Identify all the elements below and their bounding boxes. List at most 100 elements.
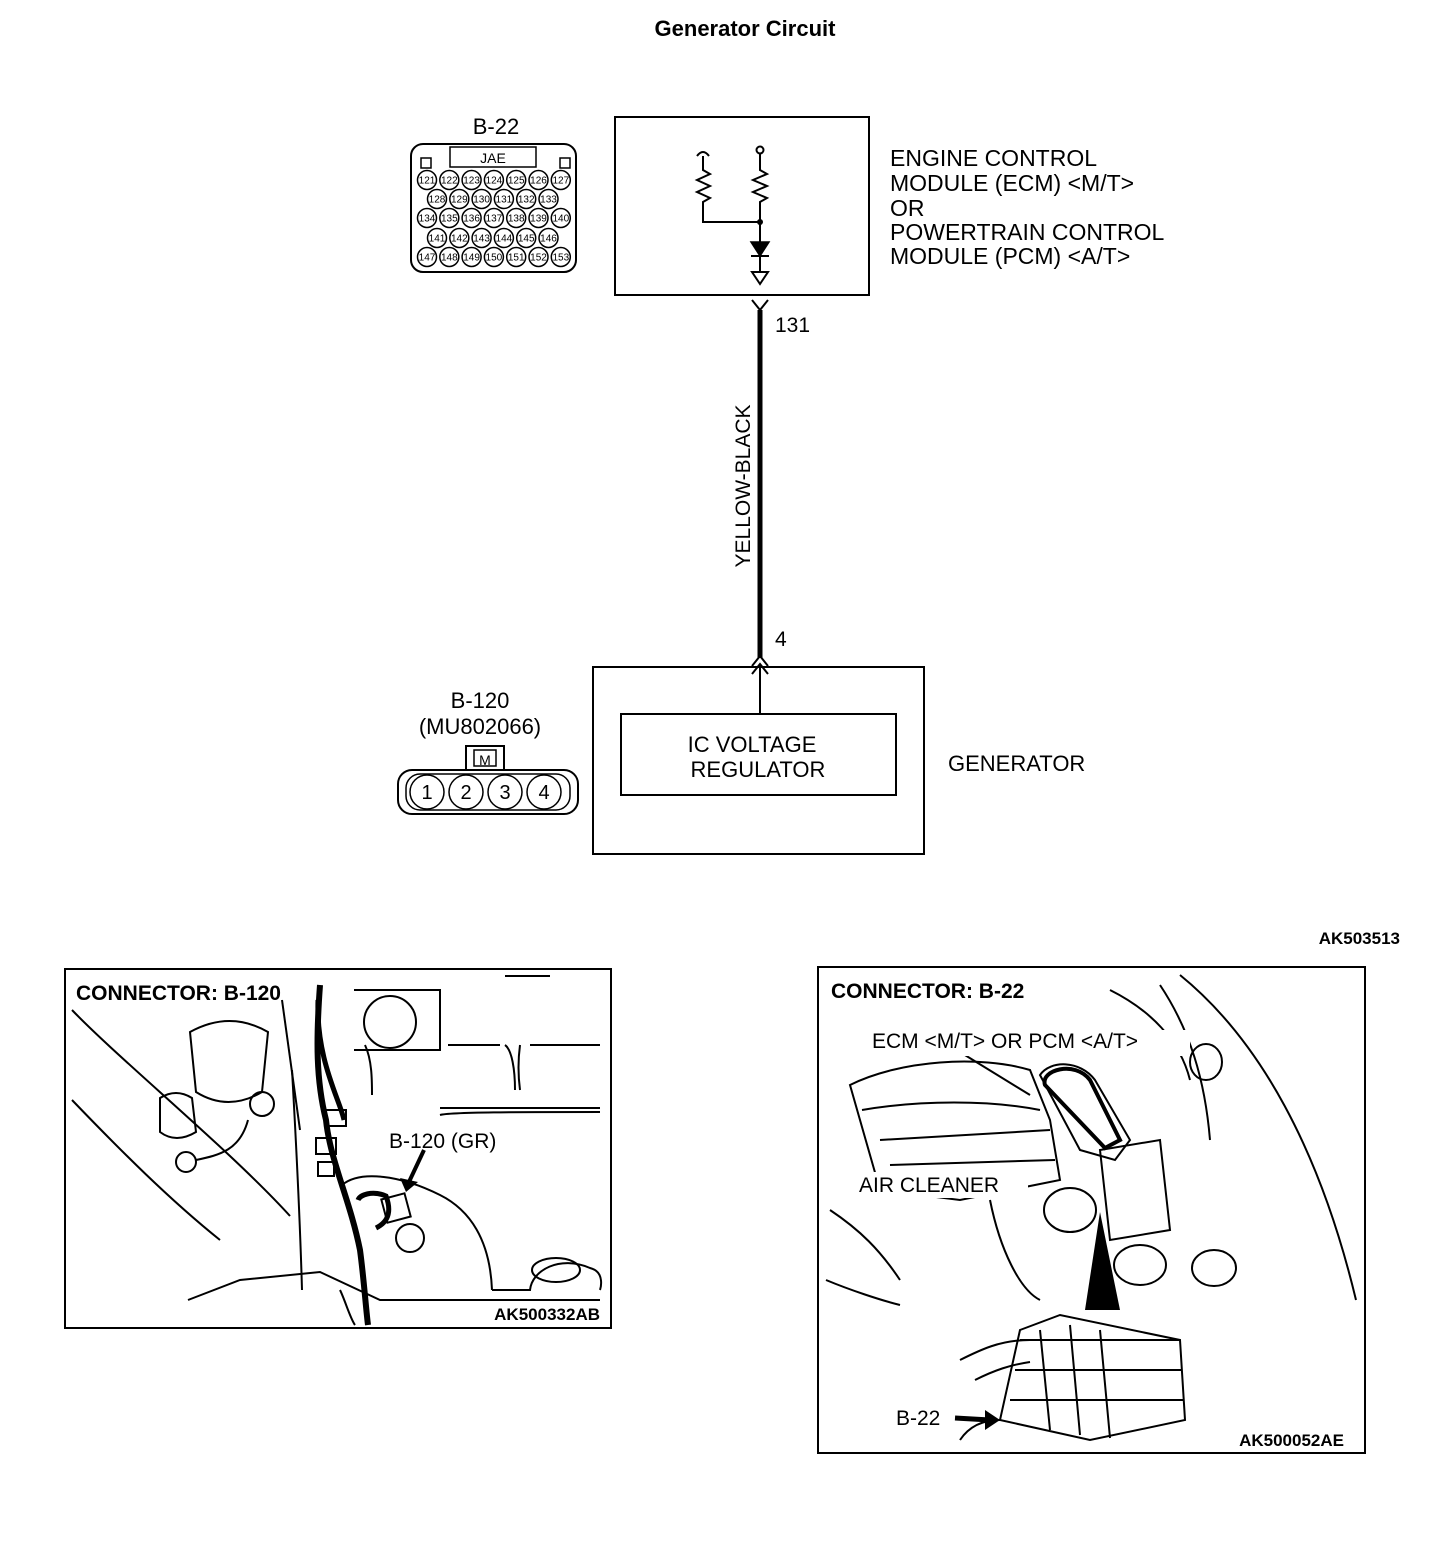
- pin-number: 126: [530, 176, 547, 187]
- pin-number: 3: [499, 782, 510, 804]
- b22-pin: 148: [439, 246, 460, 268]
- pin-number: 144: [496, 234, 513, 245]
- b120-connector-face: B-120 (MU802066) M 1 2 3 4: [397, 688, 579, 815]
- pin-number: 141: [429, 234, 446, 245]
- b120-pin-row: 1 2 3 4: [409, 774, 562, 810]
- ecm-pin-number: 131: [775, 314, 810, 337]
- pin-number: 142: [451, 234, 468, 245]
- pin-number: 149: [463, 253, 480, 264]
- b22-pin: 149: [461, 246, 482, 268]
- b120-part-number: (MU802066): [419, 714, 541, 739]
- pin-number: 134: [419, 214, 436, 225]
- b22-pin: 137: [483, 207, 505, 229]
- b22-pin: 133: [538, 188, 559, 210]
- b22-pin: 136: [461, 207, 482, 229]
- b22-pin: 132: [515, 188, 537, 210]
- pin-number: 146: [540, 234, 557, 245]
- b22-pin: 122: [439, 169, 460, 191]
- b120-pin: 2: [448, 774, 484, 810]
- b22-pin: 129: [449, 188, 470, 210]
- b120-location-panel: CONNECTOR: B-120 B-120 (GR) AK500332AB: [64, 968, 612, 1329]
- generator-label: GENERATOR: [948, 751, 1085, 776]
- pin-number: 123: [463, 176, 480, 187]
- pin-number: 130: [473, 195, 490, 206]
- pin-number: 145: [518, 234, 535, 245]
- ecm-label-line-2: MODULE (ECM) <M/T>: [890, 170, 1134, 196]
- b22-pin: 150: [483, 246, 505, 268]
- signal-wire: 131 4 YELLOW-BLACK: [732, 299, 810, 714]
- b22-pin: 143: [471, 227, 492, 249]
- b120-key-label: M: [479, 752, 491, 768]
- regulator-label-line-2: REGULATOR: [691, 757, 826, 782]
- b22-location-panel: CONNECTOR: B-22 ECM <M/T> OR PCM <A/T> A…: [817, 966, 1366, 1454]
- b22-pin: 135: [439, 207, 460, 229]
- b120-pin: 1: [409, 774, 445, 810]
- b22-pin: 125: [505, 169, 527, 191]
- regulator-label-line-1: IC VOLTAGE: [688, 732, 817, 757]
- b120-panel-title: CONNECTOR: B-120: [76, 982, 281, 1005]
- b22-pin: 128: [426, 188, 448, 210]
- b22-maker-label: JAE: [480, 150, 506, 166]
- page-title: Generator Circuit: [655, 16, 837, 41]
- ecm-label-line-4: POWERTRAIN CONTROL: [890, 219, 1165, 245]
- generator-box: IC VOLTAGE REGULATOR: [592, 666, 925, 855]
- pin-number: 127: [552, 176, 569, 187]
- b22-panel-callout-ecm: ECM <M/T> OR PCM <A/T>: [872, 1030, 1138, 1053]
- b120-pin: 3: [487, 774, 523, 810]
- b22-pin: 138: [505, 207, 527, 229]
- ic-voltage-regulator: [620, 713, 897, 796]
- b22-pin: 147: [416, 246, 438, 268]
- pin-number: 143: [473, 234, 490, 245]
- b120-panel-code: AK500332AB: [494, 1305, 600, 1324]
- b22-panel-callout-connector: B-22: [896, 1407, 940, 1430]
- ecm-label-line-3: OR: [890, 195, 925, 221]
- pin-number: 138: [508, 214, 525, 225]
- pin-number: 1: [421, 782, 432, 804]
- b22-pin: 130: [471, 188, 492, 210]
- pin-number: 131: [496, 195, 513, 206]
- ecm-label: ENGINE CONTROL MODULE (ECM) <M/T> OR POW…: [890, 145, 1165, 269]
- pin-number: 148: [441, 253, 458, 264]
- generator-pin-number: 4: [775, 628, 787, 651]
- pin-number: 139: [530, 214, 547, 225]
- pin-number: 150: [486, 253, 503, 264]
- pin-number: 152: [530, 253, 547, 264]
- b22-pin: 134: [416, 207, 438, 229]
- b22-pin: 145: [515, 227, 537, 249]
- b22-pin: 142: [449, 227, 470, 249]
- b120-panel-callout: B-120 (GR): [389, 1130, 496, 1153]
- b22-pin: 123: [461, 169, 482, 191]
- b22-pin: 131: [493, 188, 515, 210]
- b120-pin: 4: [526, 774, 562, 810]
- b22-panel-code: AK500052AE: [1239, 1431, 1344, 1450]
- pin-number: 121: [419, 176, 436, 187]
- pin-number: 137: [486, 214, 503, 225]
- b22-pin: 153: [550, 246, 572, 268]
- b22-pin: 146: [538, 227, 559, 249]
- pin-number: 136: [463, 214, 480, 225]
- pin-number: 151: [508, 253, 525, 264]
- b22-pin: 121: [416, 169, 438, 191]
- pin-number: 147: [419, 253, 436, 264]
- figure-code: AK503513: [1319, 929, 1400, 948]
- pin-number: 122: [441, 176, 458, 187]
- b22-pin: 124: [483, 169, 505, 191]
- pin-number: 135: [441, 214, 458, 225]
- pin-number: 4: [538, 782, 549, 804]
- pin-number: 132: [518, 195, 535, 206]
- pin-number: 2: [460, 782, 471, 804]
- b22-pin: 151: [505, 246, 527, 268]
- b22-pin: 127: [550, 169, 572, 191]
- ecm-label-line-1: ENGINE CONTROL: [890, 145, 1097, 171]
- pin-number: 128: [429, 195, 446, 206]
- pin-number: 125: [508, 176, 525, 187]
- ecm-label-line-5: MODULE (PCM) <A/T>: [890, 243, 1130, 269]
- pin-number: 129: [451, 195, 468, 206]
- pin-number: 140: [552, 214, 569, 225]
- b120-connector-label: B-120: [451, 688, 510, 713]
- b22-pin: 141: [426, 227, 448, 249]
- b22-connector-label: B-22: [473, 114, 519, 139]
